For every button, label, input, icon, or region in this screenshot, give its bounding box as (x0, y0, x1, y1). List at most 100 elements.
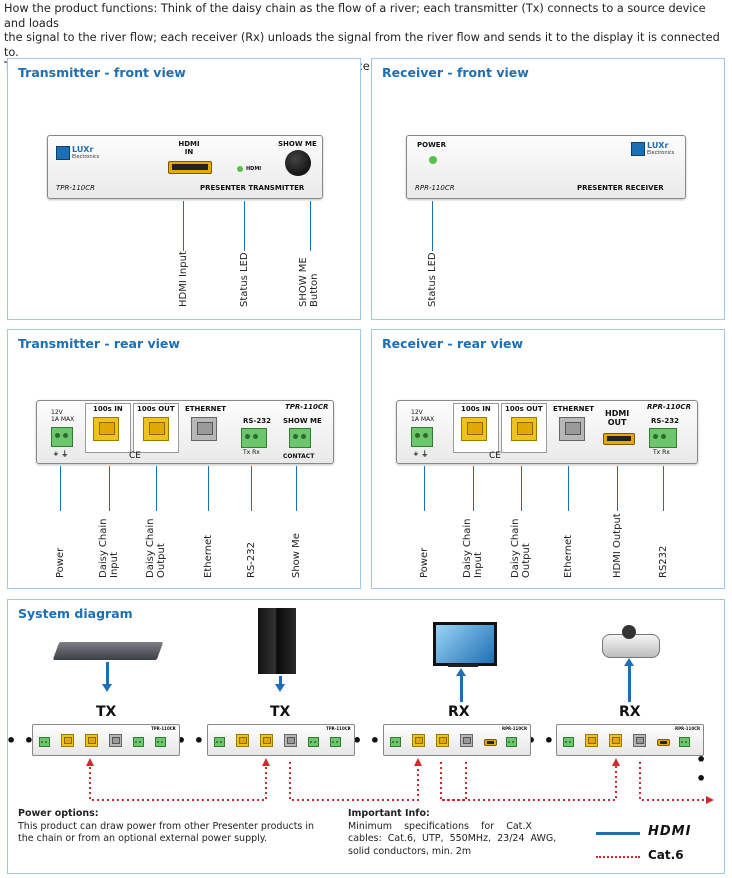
callout-ethernet: Ethernet (203, 534, 214, 578)
show-me-button[interactable] (285, 150, 311, 176)
daisy-chain-out-port (511, 417, 537, 441)
out-port-frame (133, 403, 179, 453)
intro-line: How the product functions: Think of the … (4, 2, 706, 30)
callout-hdmi-input: HDMI Input (178, 251, 189, 307)
logo-mark-icon (56, 146, 70, 160)
unit-tag: RX (448, 704, 470, 720)
in-port (412, 734, 425, 747)
game-console-icon (258, 608, 296, 674)
rs232-terminal (308, 737, 319, 747)
hdmi-arrow-up (460, 676, 463, 702)
callout-line (424, 466, 425, 511)
in-port-frame (453, 403, 499, 453)
callout-line (310, 201, 311, 251)
arrowhead-icon (456, 668, 466, 676)
unit-tag: RX (619, 704, 641, 720)
hdmi-arrow-down (279, 676, 282, 686)
important-info-title: Important Info: (348, 808, 430, 819)
panel-title: Transmitter - front view (18, 65, 186, 80)
hdmi-input-port (168, 161, 212, 174)
power-polarity: + ⏚ (53, 450, 69, 458)
in-label: 100s IN (93, 405, 123, 413)
legend-hdmi-logo: HDMI (648, 824, 692, 839)
ethernet-port (109, 734, 122, 747)
power-options-title: Power options: (18, 808, 99, 819)
logo-subtext: Electronics (72, 154, 100, 160)
rs232-terminal (506, 737, 517, 747)
intro-text: How the product functions: Think of the … (4, 2, 728, 75)
panel-title: Transmitter - rear view (18, 336, 180, 351)
hdmi-output-port (657, 739, 670, 746)
arrowhead-icon (275, 684, 285, 692)
unit-tag: TX (96, 704, 117, 720)
rs232-terminal (679, 737, 690, 747)
unit-tag: TX (270, 704, 291, 720)
callout-status-led: Status LED (427, 252, 438, 307)
logo-subtext: Electronics (647, 150, 675, 156)
legend-cat6-label: Cat.6 (648, 848, 684, 862)
important-info-line: solid conductors, min. 2m (348, 845, 472, 857)
rs232-label: RS-232 (243, 417, 271, 425)
product-label: PRESENTER RECEIVER (577, 184, 664, 192)
power-terminal (390, 737, 401, 747)
hdmi-arrow-down (106, 662, 109, 686)
unit-model: RPR-110CR (675, 726, 701, 731)
model-label: RPR-110CR (415, 184, 455, 192)
in-port (236, 734, 249, 747)
system-tx-unit: TPR-110CR (32, 724, 180, 756)
unit-model: RPR-110CR (502, 726, 528, 731)
power-terminal (51, 427, 73, 447)
logo-text: LUXr (72, 145, 94, 154)
callout-power: Power (419, 547, 430, 578)
model-label: RPR-110CR (647, 403, 691, 411)
tv-display-icon (433, 622, 497, 666)
system-tx-unit: TPR-110CR (207, 724, 355, 756)
legend-hdmi-line (596, 832, 640, 835)
callout-hdmi-output: HDMI Output (612, 513, 623, 578)
rs232-label: RS-232 (651, 417, 679, 425)
power-terminal (411, 427, 433, 447)
callout-line (473, 466, 474, 511)
in-label: 100s IN (461, 405, 491, 413)
rs232-terminal (133, 737, 144, 747)
arrowhead-icon (102, 684, 112, 692)
ethernet-port (559, 417, 585, 441)
logo-text: LUXr (647, 141, 669, 150)
callout-status-led: Status LED (239, 252, 250, 307)
callout-line (156, 466, 157, 511)
out-port (609, 734, 622, 747)
important-info-note: Important Info: Minimum specifications f… (348, 808, 568, 858)
power-options-line: This product can draw power from other P… (18, 820, 315, 832)
callout-rs232: RS-232 (246, 542, 257, 578)
important-info-line: Minimum specifications for Cat.X (348, 820, 532, 832)
model-label: TPR-110CR (56, 184, 95, 192)
rs232-pins: Tx Rx (653, 449, 670, 456)
callout-power: Power (55, 547, 66, 578)
power-polarity: + ⏚ (413, 450, 429, 458)
model-label: TPR-110CR (285, 403, 329, 411)
callout-line (296, 466, 297, 511)
power-terminal (214, 737, 225, 747)
power-terminal (563, 737, 574, 747)
show-me-terminal (289, 428, 311, 448)
ethernet-port (633, 734, 646, 747)
hdmi-output-port (603, 433, 635, 445)
hdmi-arrow-up (628, 664, 631, 702)
ce-mark: CE (129, 451, 141, 461)
callout-line (251, 466, 252, 511)
rs232-terminal (649, 428, 677, 448)
callout-line (183, 201, 184, 251)
arrowhead-icon (624, 658, 634, 666)
show-me-terminal (155, 737, 166, 747)
rs232-pins: Tx Rx (243, 449, 260, 456)
ethernet-label: ETHERNET (185, 405, 227, 413)
unit-model: TPR-110CR (151, 726, 176, 731)
